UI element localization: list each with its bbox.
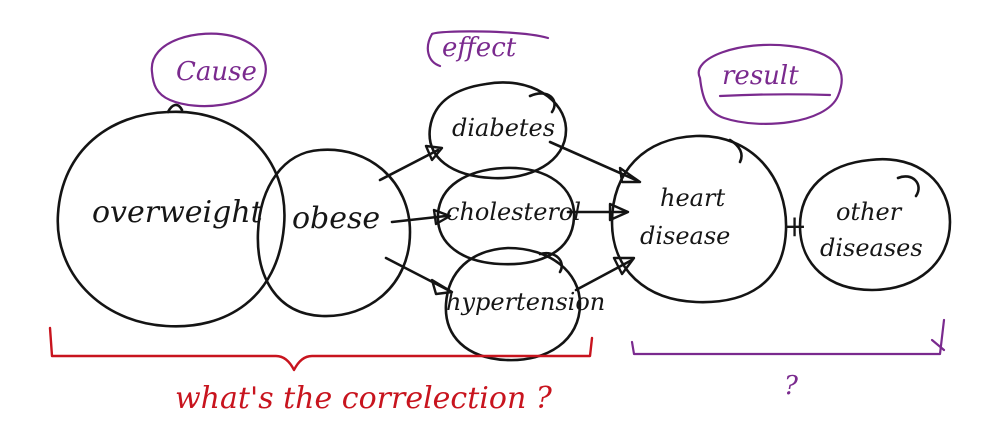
- arrow-obese-to-diabetes-head: [424, 144, 444, 162]
- cholesterol-label: cholesterol: [446, 198, 581, 226]
- cholesterol-circle: [436, 166, 576, 266]
- cause-label: Cause: [176, 57, 257, 87]
- diabetes-circle-curl: [528, 92, 556, 114]
- other-diseases-circle-curl: [896, 175, 920, 198]
- arrows: [378, 140, 642, 296]
- heart-disease-circle: [610, 134, 788, 304]
- overweight-circle-tail: [166, 103, 184, 114]
- obese-node: obese: [256, 148, 412, 318]
- cause-header: Cause: [150, 32, 267, 108]
- diabetes-node: diabetes: [428, 81, 568, 180]
- overweight-node: overweight: [56, 103, 286, 328]
- arrow-obese-to-diabetes: [378, 148, 440, 182]
- overweight-label: overweight: [92, 195, 264, 230]
- arrow-obese-to-cholesterol: [390, 214, 448, 224]
- result-bracket: [630, 318, 946, 356]
- other-diseases-node: other diseases: [798, 157, 952, 292]
- correlation-question: what's the correlection ?: [175, 381, 553, 416]
- hypertension-circle-curl: [538, 251, 563, 274]
- cholesterol-node: cholesterol: [436, 166, 581, 266]
- hypertension-node: hypertension: [444, 246, 605, 362]
- correlation-annotation: what's the correlection ?: [48, 326, 594, 416]
- effect-label: effect: [442, 33, 517, 63]
- arrow-diabetes-to-heart-head: [618, 166, 642, 184]
- obese-label: obese: [292, 201, 380, 236]
- result-oval: [697, 43, 843, 125]
- result-underline: [718, 93, 832, 98]
- heart-disease-label-line1: heart: [660, 184, 725, 212]
- arrow-diabetes-to-heart: [548, 140, 638, 182]
- other-diseases-label-line2: diseases: [820, 234, 923, 262]
- correlation-bracket: [48, 326, 594, 372]
- arrow-hypertension-to-heart-head: [612, 256, 636, 276]
- effect-header: effect: [426, 30, 550, 68]
- arrow-obese-to-cholesterol-head: [432, 208, 452, 226]
- other-diseases-label-line1: other: [836, 198, 903, 226]
- plus-sign: +: [782, 209, 807, 244]
- result-label: result: [722, 61, 799, 91]
- hypertension-circle: [444, 246, 582, 362]
- result-question: ?: [784, 371, 799, 401]
- diabetes-label: diabetes: [452, 114, 555, 142]
- heart-disease-circle-tail: [728, 138, 743, 164]
- obese-circle: [256, 148, 412, 318]
- result-annotation: ?: [630, 318, 946, 401]
- arrow-hypertension-to-heart: [574, 258, 634, 292]
- cause-oval: [150, 32, 267, 108]
- heart-disease-label-line2: disease: [640, 222, 730, 250]
- other-diseases-circle: [798, 157, 952, 292]
- arrow-cholesterol-to-heart-head: [608, 202, 630, 222]
- result-header: result: [697, 43, 843, 125]
- hypertension-label: hypertension: [446, 288, 605, 316]
- effect-bracket: [426, 30, 550, 68]
- heart-disease-node: heart disease: [610, 134, 788, 304]
- arrow-obese-to-hypertension-head: [430, 278, 454, 296]
- overweight-circle: [56, 110, 286, 328]
- result-bracket-tick: [930, 338, 946, 352]
